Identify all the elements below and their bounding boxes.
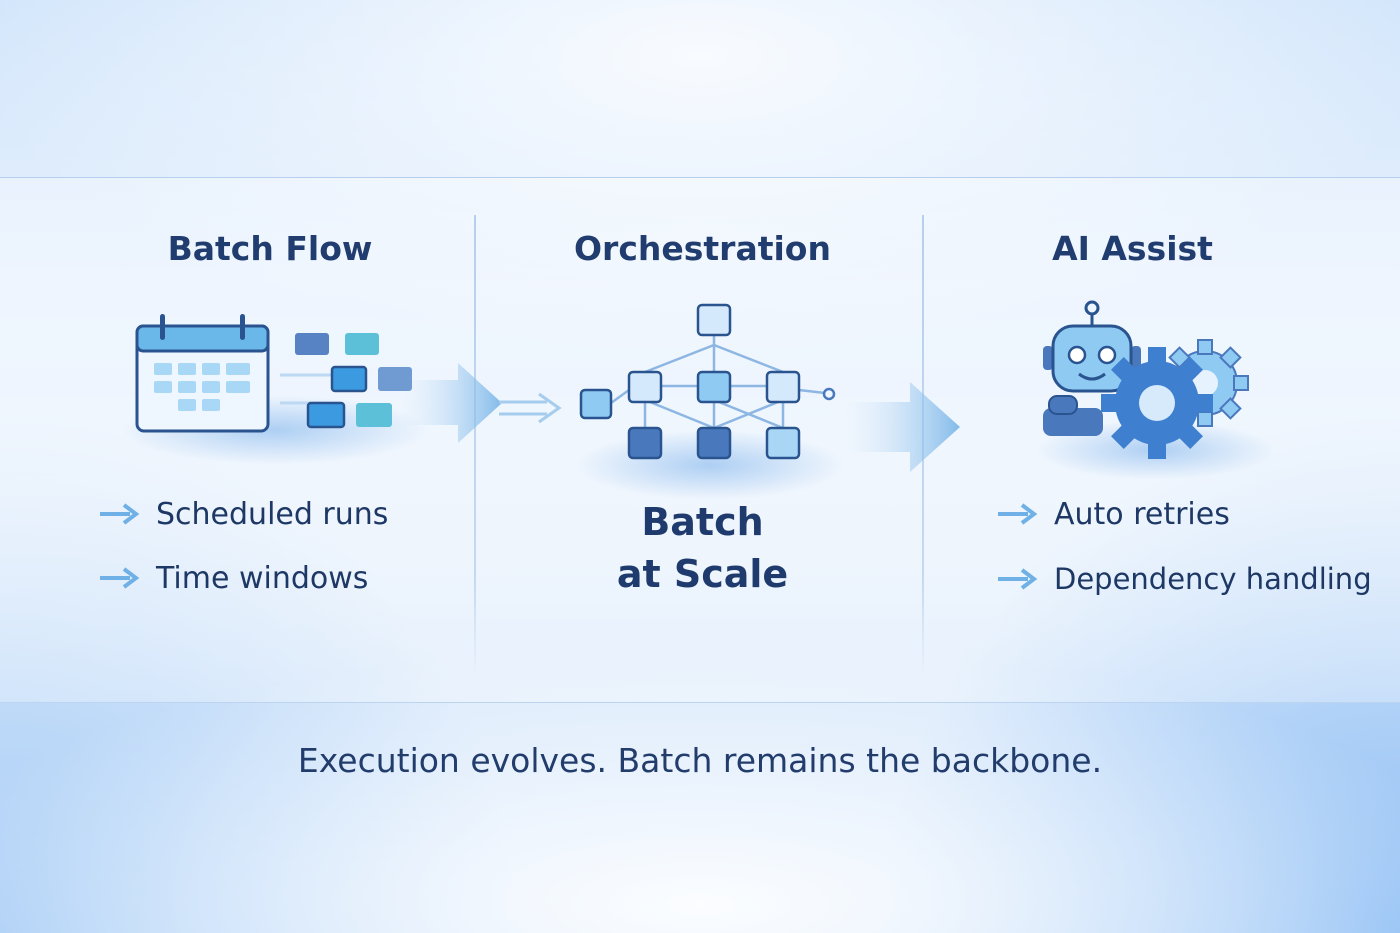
ai-assist-title: AI Assist [1052,229,1213,268]
list-item: Time windows [98,558,368,598]
bullet-label: Dependency handling [1054,562,1372,596]
workflow-graph-icon [579,303,836,460]
orchestration-title: Orchestration [574,229,831,268]
batch-flow-title: Batch Flow [167,229,373,268]
bullet-label: Scheduled runs [156,496,389,532]
small-double-arrow-icon [499,392,562,424]
tagline: Execution evolves. Batch remains the bac… [297,741,1103,780]
bullet-label: Time windows [156,560,369,596]
arrow-right-icon [100,503,140,525]
batch-at-scale-line-1: Batch [641,500,764,544]
list-item: Dependency handling [996,559,1372,599]
list-item: Auto retries [996,494,1230,534]
bullet-label: Auto retries [1054,496,1230,532]
batch-blocks-icon [280,333,502,443]
batch-at-scale-line-2: at Scale [616,552,789,596]
arrow-right-icon [998,568,1038,590]
arrow-right-icon [998,503,1038,525]
list-item: Scheduled runs [98,494,388,534]
calendar-icon [135,314,270,433]
arrow-right-icon [100,567,140,589]
divider-left [474,215,476,675]
robot-gears-icon [1043,300,1249,459]
big-arrow-right-icon [845,382,960,472]
